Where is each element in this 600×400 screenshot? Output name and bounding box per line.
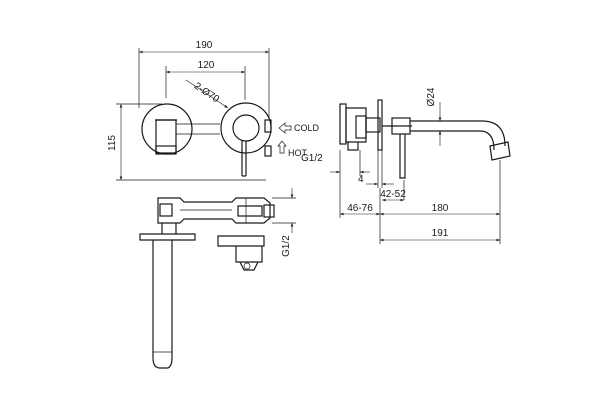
mixer-connector [237, 205, 263, 217]
valve-body [157, 197, 271, 224]
lever-pin [243, 262, 251, 270]
dim-115-label: 115 [107, 135, 118, 151]
spout-outlet [489, 141, 511, 161]
dim-191-label: 191 [432, 228, 449, 239]
front-view: 190 120 2-Ø70 115 COLD [107, 40, 320, 181]
dim-4-label: 4 [358, 174, 364, 185]
valve-insert [355, 115, 367, 139]
cold-label: COLD [294, 123, 320, 133]
dim-dia70-label: 2-Ø70 [192, 81, 222, 106]
spout-connector [159, 203, 173, 217]
side-view: Ø24 G1/2 4 42-52 46-76 180 191 [301, 87, 511, 244]
hot-label: HOT [288, 148, 308, 158]
spout-aerator [155, 145, 177, 155]
dim-g12-label: G1/2 [301, 153, 323, 164]
cold-marker [264, 119, 272, 133]
dia70-leader [185, 79, 229, 109]
lever-end [239, 261, 259, 271]
dim-dia24-label: Ø24 [426, 87, 437, 106]
inlet-fitting [263, 204, 275, 218]
mixer-body [232, 114, 260, 142]
spout-escutcheon [139, 233, 196, 241]
escutcheon-side [377, 99, 383, 151]
spout-top-edge [410, 120, 506, 147]
dim-180-label: 180 [432, 203, 449, 214]
spout-body [155, 119, 177, 154]
hot-arrow-icon [277, 140, 287, 154]
rear-plate [339, 103, 347, 145]
mixer-escutcheon [217, 235, 265, 247]
connecting-pipe [176, 123, 220, 135]
mixer-cap [235, 246, 263, 263]
handle-hub [391, 117, 411, 135]
dim-46-76-label: 46-76 [347, 203, 373, 214]
top-view: G1/2 [139, 188, 296, 369]
spout-stub [161, 223, 177, 234]
spout-long [152, 240, 173, 369]
hot-marker [264, 145, 272, 157]
thread-label-vertical: G1/2 [281, 235, 292, 257]
lever-side [399, 134, 406, 179]
dim-120-label: 120 [198, 60, 215, 71]
dim-190-label: 190 [196, 40, 213, 51]
dim-42-52-label: 42-52 [380, 189, 406, 200]
cold-arrow-icon [278, 122, 292, 134]
spout-bottom-edge [410, 130, 495, 151]
valve-body-side [345, 107, 367, 143]
valve-spindle [365, 117, 381, 133]
inlet-side [347, 142, 359, 151]
